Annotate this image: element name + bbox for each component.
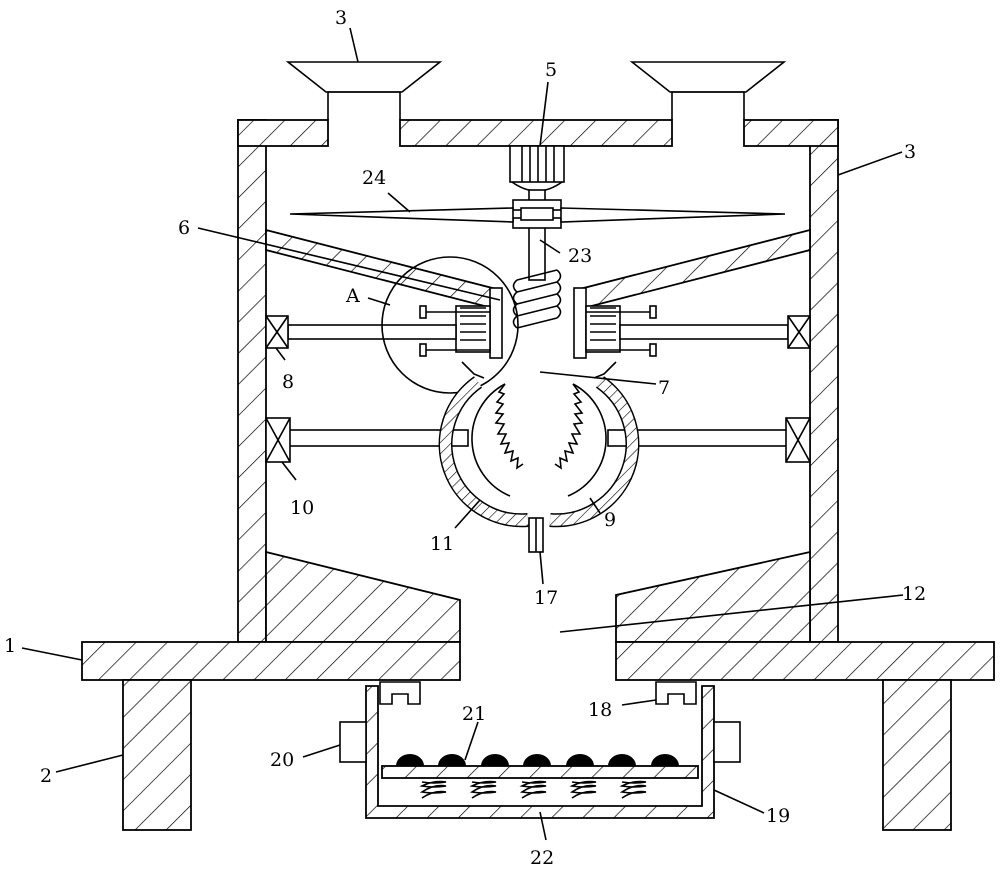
nozzle [528, 517, 544, 553]
label-18: 18 [588, 699, 612, 721]
label-20: 20 [270, 749, 294, 771]
clamp-right [585, 305, 657, 357]
label-17: 17 [534, 587, 558, 609]
label-2: 2 [40, 765, 52, 787]
label-22: 22 [530, 847, 554, 869]
motor [509, 145, 565, 192]
shaft-assembly [289, 189, 786, 329]
label-9: 9 [604, 509, 616, 531]
label-11: 11 [430, 533, 454, 555]
feed-funnel-right [629, 61, 787, 93]
label-23: 23 [568, 245, 592, 267]
base-plate [81, 641, 995, 681]
housing [237, 91, 839, 643]
feed-funnel-left [285, 61, 443, 93]
crushing-shells [438, 361, 640, 528]
label-19: 19 [766, 805, 790, 827]
reference-labels: 3 5 3 24 6 23 A 8 7 10 9 11 17 12 1 18 2… [4, 7, 926, 869]
spring [512, 269, 562, 329]
label-1: 1 [4, 635, 16, 657]
support-legs [122, 679, 952, 831]
label-5: 5 [545, 59, 557, 81]
label-21: 21 [462, 703, 486, 725]
lower-rods [265, 417, 811, 463]
upper-rods [265, 315, 811, 349]
label-10: 10 [290, 497, 314, 519]
guide-plates [265, 228, 811, 359]
collection-box [339, 681, 741, 819]
balls [396, 754, 679, 766]
label-4: 3 [335, 7, 347, 29]
label-6: 6 [178, 217, 190, 239]
label-3: 3 [904, 141, 916, 163]
label-8: 8 [282, 371, 294, 393]
label-12: 12 [902, 583, 926, 605]
detail-circle-a [381, 256, 519, 394]
label-a: A [345, 285, 360, 307]
box-springs [419, 780, 647, 799]
leader-lines [21, 27, 904, 841]
label-24: 24 [362, 167, 386, 189]
label-7: 7 [658, 377, 670, 399]
clamp-left [419, 305, 491, 357]
